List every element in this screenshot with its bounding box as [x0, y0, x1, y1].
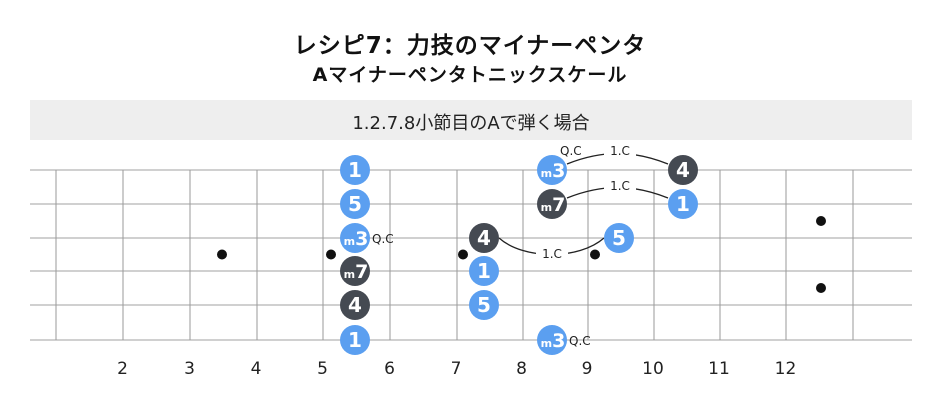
- note-marker-n9: 5: [469, 290, 499, 320]
- slide-label-bg: [604, 177, 636, 193]
- note-label: m3: [541, 330, 566, 352]
- note-marker-n15: 1: [668, 189, 698, 219]
- note-circle: [668, 189, 698, 219]
- fret-number: 8: [516, 359, 527, 379]
- note-circle: [340, 256, 370, 286]
- fret-number: 12: [775, 359, 797, 379]
- fret-number: 9: [582, 359, 593, 379]
- note-marker-n8: 1: [469, 256, 499, 286]
- section-banner: 1.2.7.8小節目のAで弾く場合: [30, 100, 912, 140]
- note-circle: [340, 290, 370, 320]
- note-marker-n12: m3: [537, 325, 567, 355]
- note-label: 1: [348, 158, 362, 182]
- quarter-choke-label: Q.C: [569, 334, 591, 348]
- quarter-choke-label: Q.C: [560, 144, 582, 158]
- note-marker-n11: m7: [537, 189, 567, 219]
- note-marker-n6: 1: [340, 325, 370, 355]
- inlay-dot: [590, 249, 600, 260]
- note-label: 5: [477, 293, 491, 317]
- note-label: m7: [344, 261, 369, 283]
- note-circle: [668, 155, 698, 185]
- note-circle: [469, 223, 499, 253]
- note-circle: [340, 155, 370, 185]
- note-label: 4: [676, 158, 690, 182]
- banner-text: 1.2.7.8小節目のAで弾く場合: [352, 113, 590, 134]
- inlay-dot: [326, 249, 336, 260]
- page-title: レシピ7：力技のマイナーペンタ: [293, 33, 647, 59]
- quarter-choke-label: Q.C: [372, 232, 394, 246]
- slide-label-bg: [536, 245, 568, 261]
- note-circle: [340, 223, 370, 253]
- note-circle: [537, 325, 567, 355]
- page-subtitle: Aマイナーペンタトニックスケール: [312, 64, 628, 86]
- slide-label-bg: [604, 142, 636, 158]
- note-circle: [469, 290, 499, 320]
- fret-number: 7: [451, 359, 462, 379]
- slide-label: 1.C: [542, 247, 562, 261]
- note-circle: [340, 189, 370, 219]
- fret-number: 5: [317, 359, 328, 379]
- note-marker-n7: 4: [469, 223, 499, 253]
- note-marker-n5: 4: [340, 290, 370, 320]
- note-label: 5: [612, 226, 626, 250]
- fret-number: 10: [642, 359, 664, 379]
- note-circle: [469, 256, 499, 286]
- inlay-dot-12: [816, 216, 826, 226]
- fret-number: 2: [117, 359, 128, 379]
- fret-number: 3: [184, 359, 195, 379]
- note-label: 1: [676, 192, 690, 216]
- note-marker-n13: 5: [604, 223, 634, 253]
- inlay-dot: [458, 249, 468, 260]
- note-label: 1: [348, 328, 362, 352]
- note-circle: [340, 325, 370, 355]
- note-marker-n3: m3: [340, 223, 370, 253]
- note-label: 5: [348, 192, 362, 216]
- note-circle: [537, 155, 567, 185]
- inlay-dot-12: [816, 283, 826, 293]
- note-label: m3: [541, 160, 566, 182]
- slide-label: 1.C: [610, 144, 630, 158]
- note-label: m7: [541, 194, 566, 216]
- inlay-dot: [217, 249, 227, 260]
- note-label: 1: [477, 259, 491, 283]
- note-marker-n14: 4: [668, 155, 698, 185]
- fret-number: 11: [708, 359, 730, 379]
- note-circle: [537, 189, 567, 219]
- note-marker-n10: m3: [537, 155, 567, 185]
- note-marker-n4: m7: [340, 256, 370, 286]
- note-marker-n1: 1: [340, 155, 370, 185]
- fret-number: 6: [384, 359, 395, 379]
- note-label: 4: [477, 226, 491, 250]
- slide-label: 1.C: [610, 179, 630, 193]
- note-label: 4: [348, 293, 362, 317]
- fret-number: 4: [251, 359, 262, 379]
- note-label: m3: [344, 228, 369, 250]
- note-marker-n2: 5: [340, 189, 370, 219]
- note-circle: [604, 223, 634, 253]
